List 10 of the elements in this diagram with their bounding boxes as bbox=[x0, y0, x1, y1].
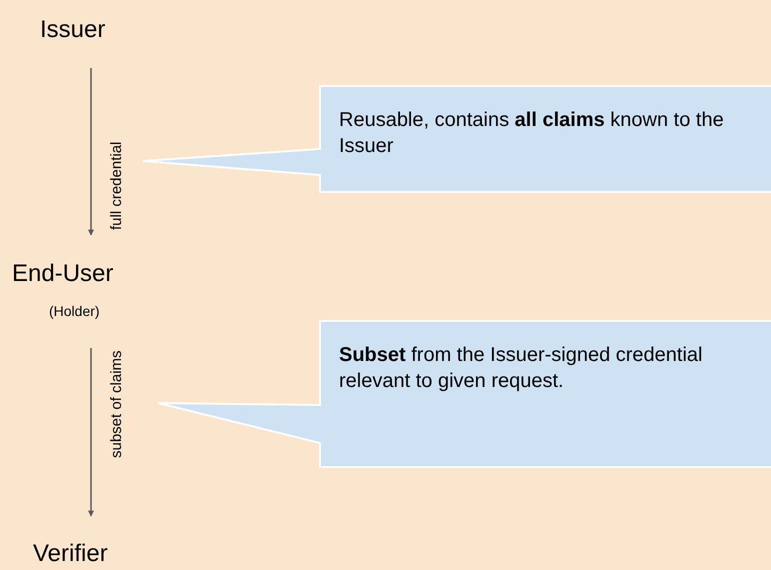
arrow bbox=[88, 348, 94, 517]
callout-text: Subset from the Issuer-signed credential relevant to given request. bbox=[339, 343, 704, 394]
role-name: End-User bbox=[12, 260, 114, 288]
role-subtitle: (Holder) bbox=[49, 303, 100, 319]
arrow bbox=[88, 68, 94, 236]
role-name: Issuer bbox=[40, 16, 106, 44]
callout-text: Reusable, contains all claims known to the Issuer bbox=[339, 108, 725, 159]
callout-box bbox=[142, 85, 771, 193]
role-name: Verifier bbox=[33, 540, 108, 568]
callout-box bbox=[157, 320, 771, 468]
